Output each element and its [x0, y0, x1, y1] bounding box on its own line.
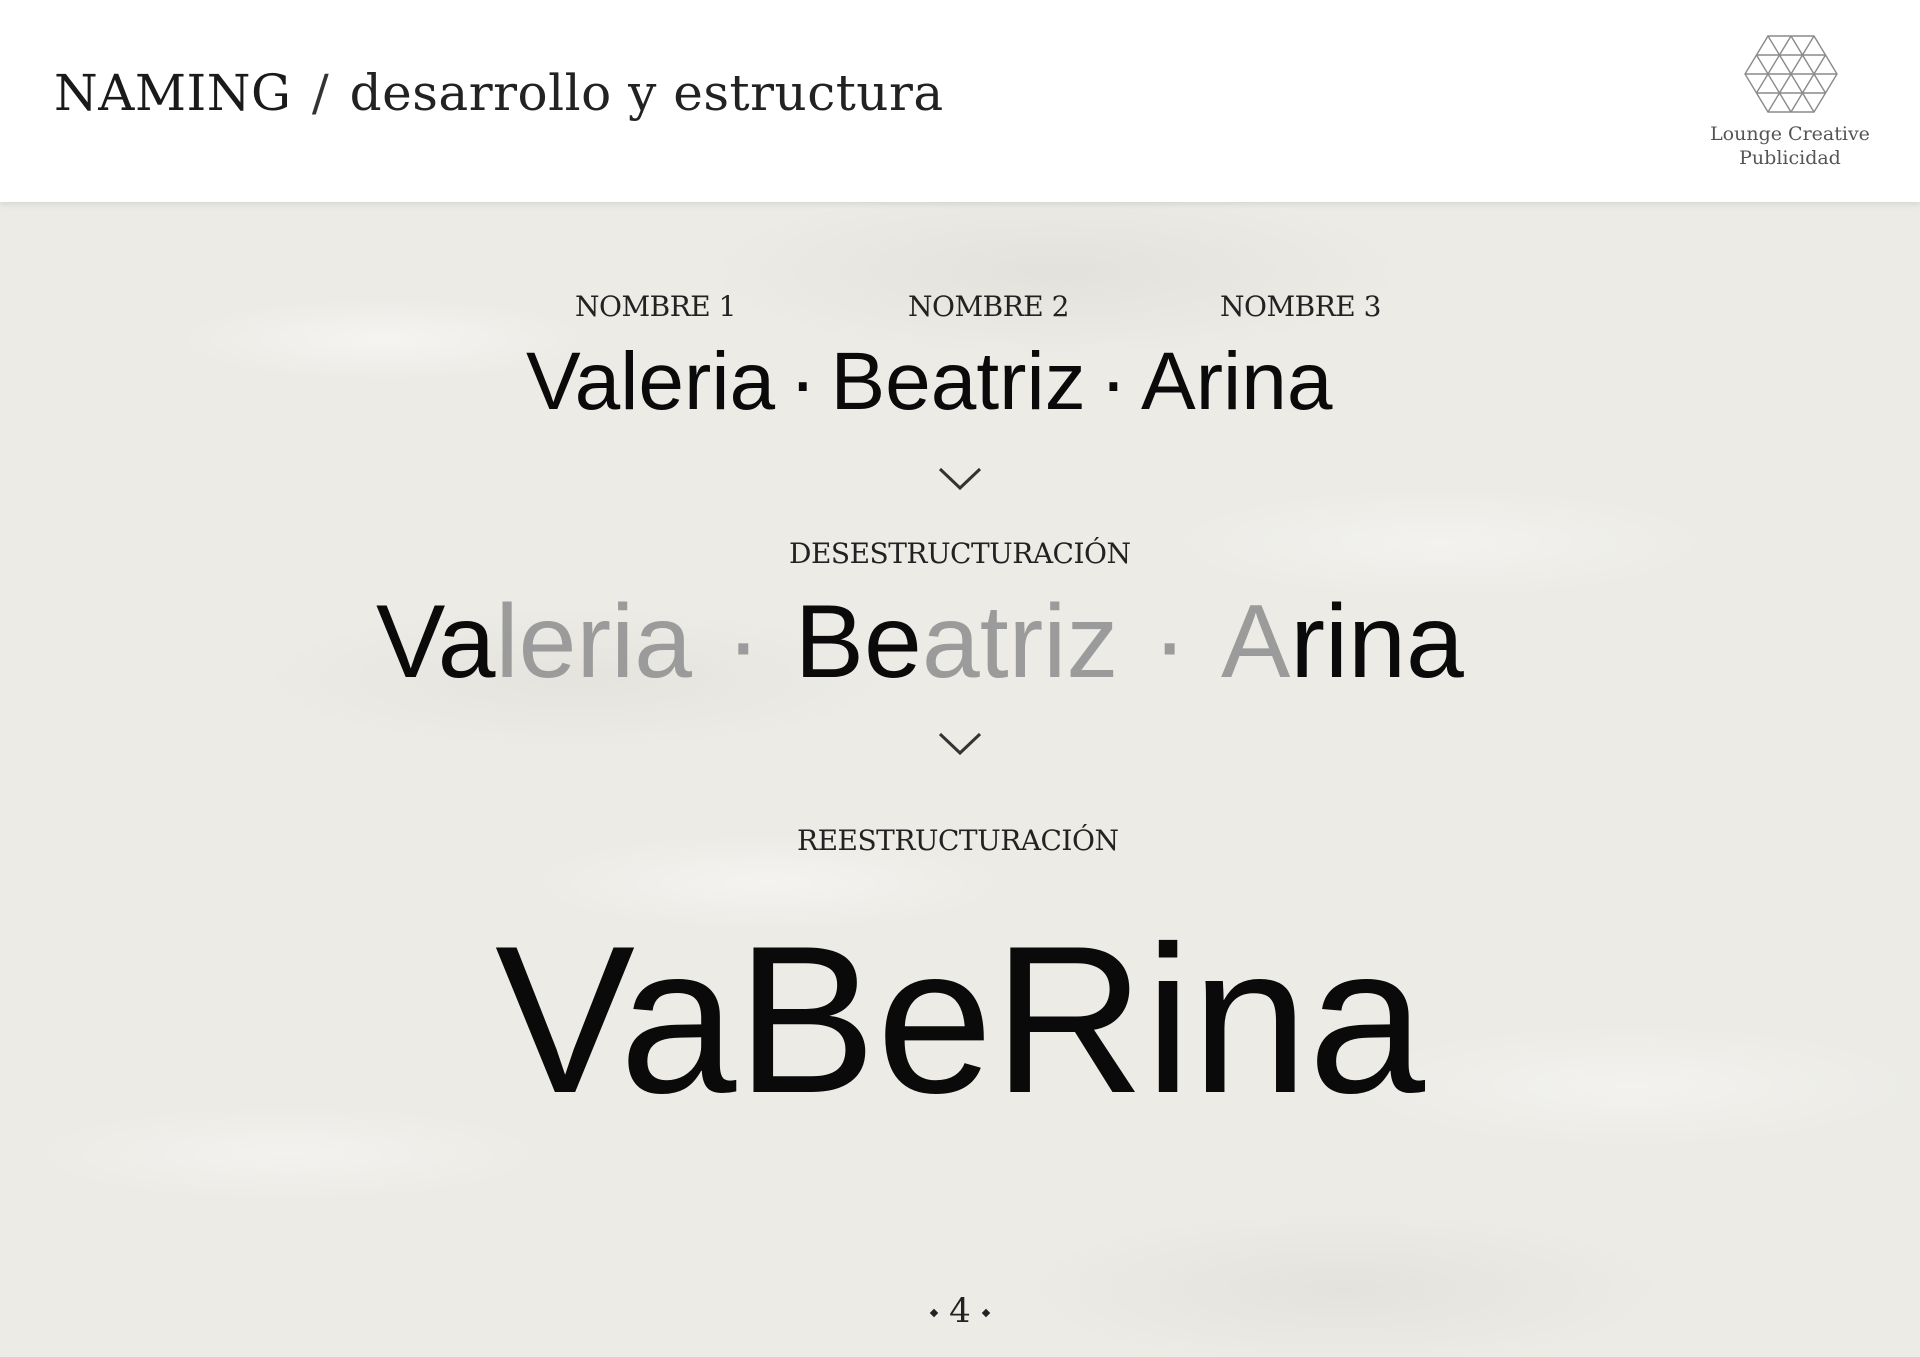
arina-dropped: A [1221, 584, 1291, 700]
page-title: NAMING / desarrollo y estructura [54, 64, 944, 122]
diamond-icon [981, 1308, 991, 1318]
label-nombre-2: NOMBRE 2 [908, 290, 1069, 323]
deconstruction-separator: · [726, 584, 761, 700]
page-number-value: 4 [949, 1291, 971, 1331]
name-valeria: Valeria [526, 336, 776, 427]
title-separator: / [311, 64, 330, 122]
title-main: NAMING [54, 64, 292, 122]
title-subtitle: desarrollo y estructura [349, 64, 944, 122]
logo-text: Lounge Creative Publicidad [1700, 122, 1880, 170]
chevron-down-icon [938, 467, 982, 491]
triangle-hexagon-logo-icon [1744, 35, 1838, 113]
diamond-icon [929, 1308, 939, 1318]
arina-kept: rina [1290, 584, 1464, 700]
label-nombre-1: NOMBRE 1 [575, 290, 736, 323]
valeria-kept: Va [376, 584, 496, 700]
valeria-dropped: leria [495, 584, 693, 700]
label-reestructuracion: REESTRUCTURACIÓN [797, 824, 1119, 857]
label-desestructuracion: DESESTRUCTURACIÓN [789, 537, 1131, 570]
name-separator: · [789, 336, 817, 427]
deconstruction-separator: · [1152, 584, 1188, 700]
name-beatriz: Beatriz [830, 336, 1086, 427]
beatriz-dropped: atriz [921, 584, 1119, 700]
name-arina: Arina [1141, 336, 1333, 427]
name-separator: · [1099, 336, 1128, 427]
beatriz-kept: Be [794, 584, 922, 700]
company-logo: Lounge Creative Publicidad [1700, 34, 1880, 180]
label-nombre-3: NOMBRE 3 [1220, 290, 1381, 323]
deconstruction-row: Valeria · Beatriz · Arina [376, 583, 1464, 702]
names-row: Valeria·Beatriz·Arina [526, 335, 1332, 429]
header-bar: NAMING / desarrollo y estructura [0, 0, 1920, 202]
chevron-down-icon [938, 732, 982, 756]
logo-line-2: Publicidad [1739, 147, 1841, 169]
final-name: VaBeRina [494, 902, 1426, 1137]
logo-line-1: Lounge Creative [1710, 123, 1870, 145]
page-number: 4 [0, 1291, 1920, 1331]
